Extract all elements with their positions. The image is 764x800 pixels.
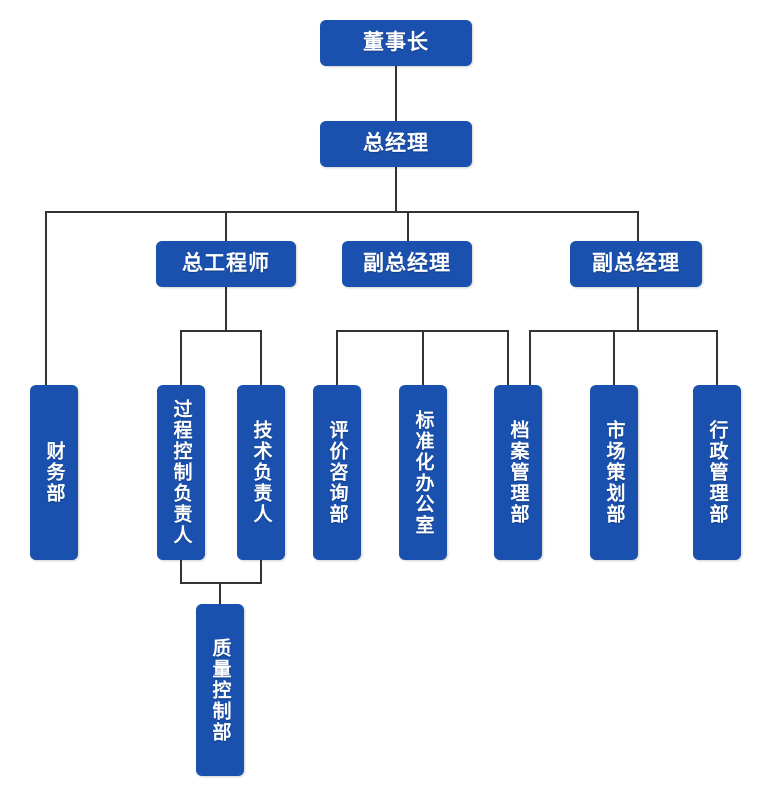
node-label-chairman: 董事长 [363, 31, 429, 54]
node-evaluation-dept[interactable]: 评价咨询部 [313, 385, 361, 560]
node-general-manager[interactable]: 总经理 [320, 121, 472, 167]
connector-deputy-2-bus [529, 330, 718, 332]
node-deputy-gm-2[interactable]: 副总经理 [570, 241, 702, 287]
node-label-evaluation-dept: 评价咨询部 [326, 420, 348, 525]
connector-tech-lead-down [260, 560, 262, 583]
node-process-control[interactable]: 过程控制负责人 [157, 385, 205, 560]
node-label-tech-lead: 技术负责人 [250, 420, 272, 525]
connector-to-evaluation-dept [336, 330, 338, 385]
connector-deputy-2-drop [637, 287, 639, 331]
connector-to-archive-dept-right [529, 330, 531, 385]
node-chief-engineer[interactable]: 总工程师 [156, 241, 296, 287]
connector-to-admin-dept [716, 330, 718, 385]
node-quality-control[interactable]: 质量控制部 [196, 604, 244, 776]
connector-to-process-control [180, 330, 182, 385]
node-label-deputy-gm-1: 副总经理 [363, 252, 451, 275]
connector-to-archive-dept-left [507, 330, 509, 385]
node-finance-dept[interactable]: 财务部 [30, 385, 78, 560]
connector-bus-to-finance [45, 211, 47, 385]
connector-chairman-to-gm [395, 65, 397, 121]
node-label-finance-dept: 财务部 [43, 441, 65, 504]
node-archive-dept[interactable]: 档案管理部 [494, 385, 542, 560]
node-marketing-dept[interactable]: 市场策划部 [590, 385, 638, 560]
node-label-marketing-dept: 市场策划部 [603, 420, 625, 525]
node-label-chief-engineer: 总工程师 [182, 252, 270, 275]
connector-to-standard-office [422, 330, 424, 385]
node-label-standard-office: 标准化办公室 [412, 409, 434, 536]
connector-process-control-down [180, 560, 182, 583]
node-label-admin-dept: 行政管理部 [706, 420, 728, 525]
node-label-process-control: 过程控制负责人 [170, 399, 192, 546]
connector-bus-to-chief-engineer [225, 211, 227, 241]
connector-to-marketing-dept [613, 330, 615, 385]
node-chairman[interactable]: 董事长 [320, 20, 472, 66]
connector-quality-bus [180, 582, 262, 584]
node-admin-dept[interactable]: 行政管理部 [693, 385, 741, 560]
node-label-general-manager: 总经理 [363, 132, 429, 155]
connector-bus-to-deputy-1 [407, 211, 409, 241]
connector-chief-engineer-drop [225, 287, 227, 331]
node-label-deputy-gm-2: 副总经理 [592, 252, 680, 275]
connector-chief-engineer-bus [180, 330, 262, 332]
node-label-archive-dept: 档案管理部 [507, 420, 529, 525]
connector-bus-to-deputy-2 [637, 211, 639, 241]
node-tech-lead[interactable]: 技术负责人 [237, 385, 285, 560]
node-standard-office[interactable]: 标准化办公室 [399, 385, 447, 560]
connector-gm-drop [395, 167, 397, 212]
connector-to-tech-lead [260, 330, 262, 385]
connector-to-quality-control [219, 582, 221, 605]
connector-main-bus [45, 211, 639, 213]
node-deputy-gm-1[interactable]: 副总经理 [342, 241, 472, 287]
node-label-quality-control: 质量控制部 [209, 637, 231, 743]
